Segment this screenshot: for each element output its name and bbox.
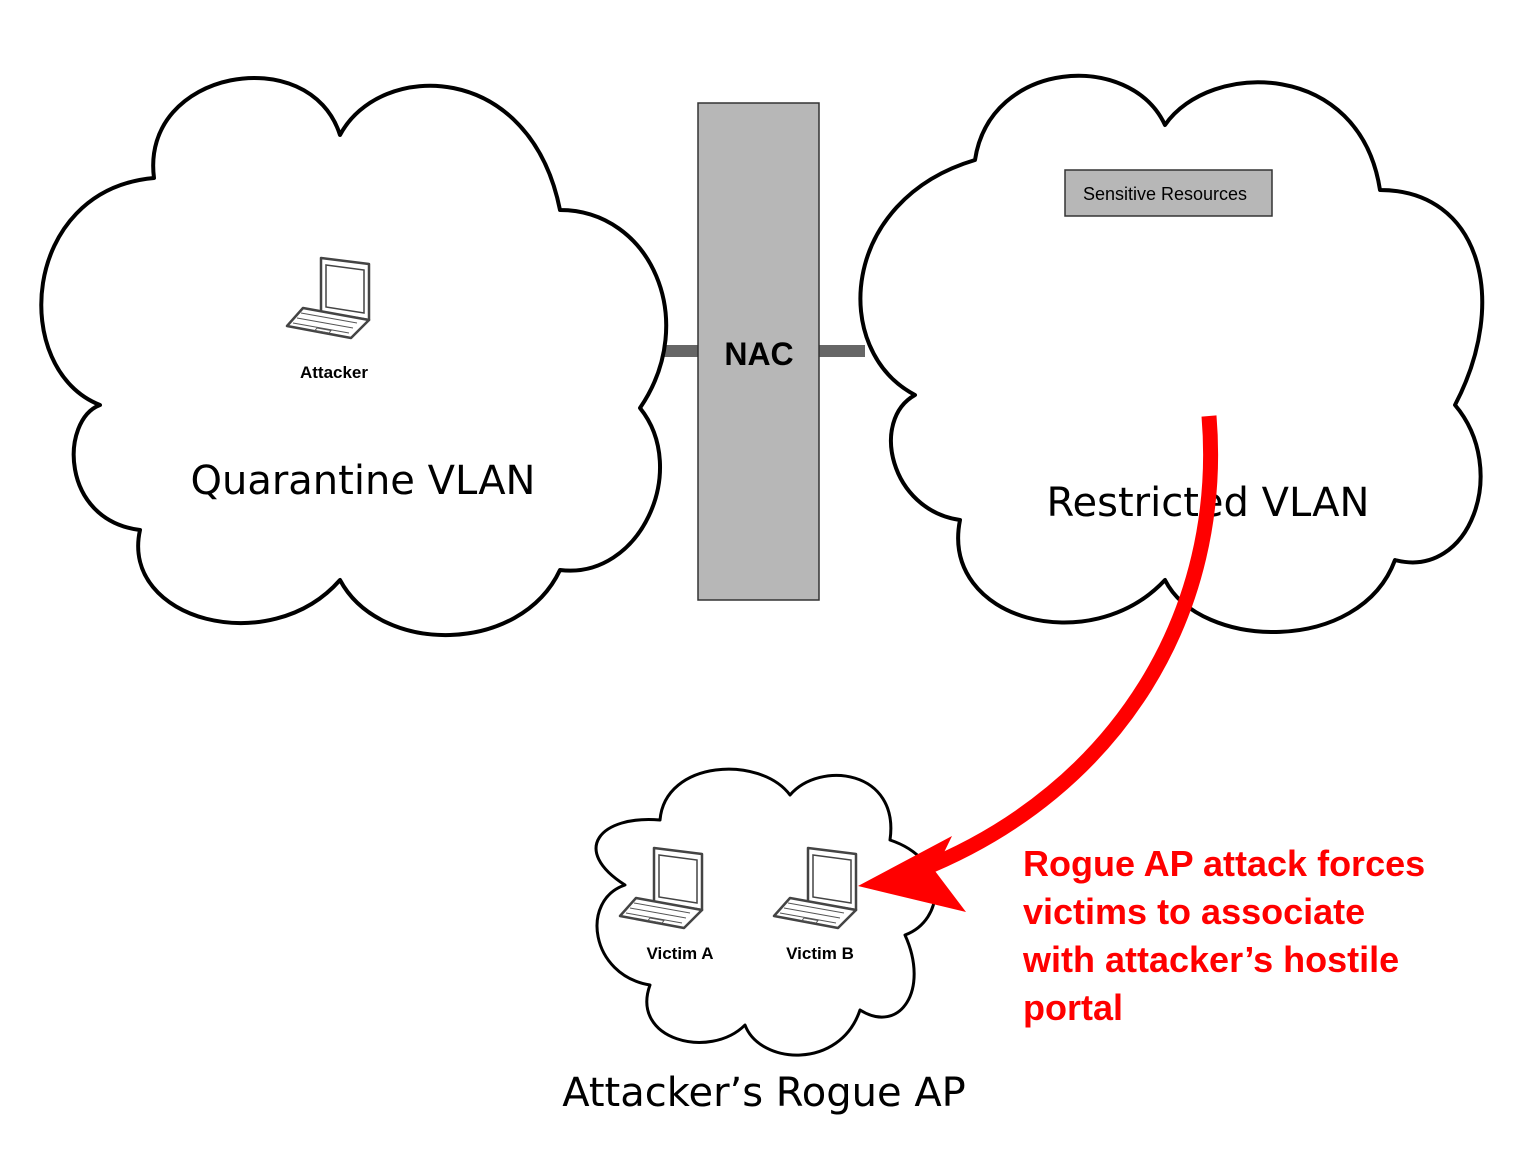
attacker-label: Attacker [300, 363, 368, 382]
rogue-ap-label: Attacker’s Rogue AP [562, 1070, 966, 1116]
sensitive-resources-label: Sensitive Resources [1083, 184, 1247, 204]
rogue-ap-cloud [594, 767, 937, 1057]
annotation-line: with attacker’s hostile [1022, 939, 1399, 980]
sensitive-resources-box [1064, 169, 1273, 217]
attack-arrow-head [858, 836, 966, 912]
nac-label: NAC [724, 336, 793, 372]
victim-a-label: Victim A [646, 944, 713, 963]
annotation-line: Rogue AP attack forces [1023, 843, 1425, 884]
attack-arrow-path [917, 415, 1219, 877]
annotation-line: portal [1023, 987, 1123, 1028]
victim-b-label: Victim B [786, 944, 854, 963]
quarantine-vlan-label: Quarantine VLAN [191, 458, 536, 504]
annotation-line: victims to associate [1023, 891, 1365, 932]
nac-box [697, 102, 820, 601]
attack-annotation: Rogue AP attack forces victims to associ… [1022, 843, 1435, 1028]
restricted-vlan-cloud [858, 73, 1485, 634]
quarantine-vlan-cloud [39, 75, 669, 637]
